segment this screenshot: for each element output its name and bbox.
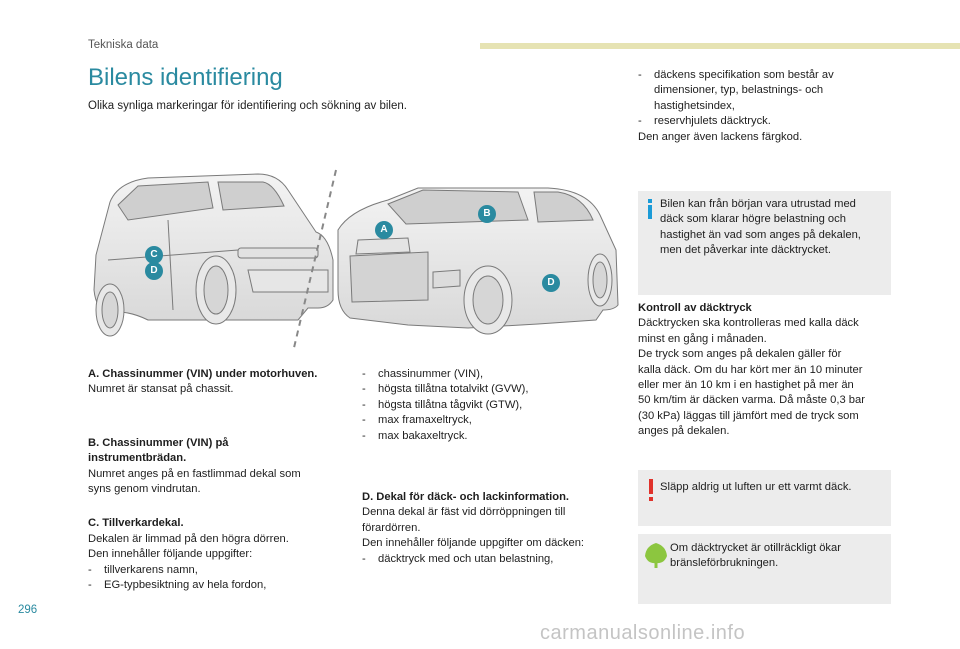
tire-check-line: 50 km/tim är däcken varma. Då måste 0,3 … xyxy=(638,394,865,407)
leaf-icon xyxy=(644,542,668,573)
section-a-text: Numret är stansat på chassit. xyxy=(88,383,234,396)
section-b-text: Numret anges på en fastlimmad dekal som xyxy=(88,467,301,480)
car-illustration: A B C D D xyxy=(88,160,628,360)
watermark: carmanualsonline.info xyxy=(540,622,746,644)
section-d-text-2: förardörren. xyxy=(362,521,421,534)
list-item: -tillverkarens namn, xyxy=(88,563,198,576)
tire-check-heading: Kontroll av däcktryck xyxy=(638,302,752,314)
page-title: Bilens identifiering xyxy=(88,64,283,91)
warning-text: Släpp aldrig ut luften ur ett varmt däck… xyxy=(660,481,852,493)
tire-check-section: Kontroll av däcktryck Däcktrycken ska ko… xyxy=(638,301,898,440)
list-item: -chassinummer (VIN), xyxy=(362,368,484,380)
section-b-heading-2: instrumentbrädan. xyxy=(88,452,187,465)
warning-box: Släpp aldrig ut luften ur ett varmt däck… xyxy=(638,470,891,526)
marker-a: A xyxy=(375,221,393,239)
tire-check-line: anges på dekalen. xyxy=(638,425,730,438)
marker-d-right: D xyxy=(542,274,560,292)
tire-check-line: (30 kPa) läggas till jämfört med de tryc… xyxy=(638,409,859,422)
section-b-text-2: syns genom vindrutan. xyxy=(88,483,201,496)
tire-check-line: Däcktrycken ska kontrolleras med kalla d… xyxy=(638,317,859,330)
divider-line xyxy=(292,169,337,353)
section-c-text: Dekalen är limmad på den högra dörren. xyxy=(88,532,289,545)
section-c-heading: C. Tillverkardekal. xyxy=(88,517,184,530)
list-item: -högsta tillåtna tågvikt (GTW), xyxy=(362,398,523,411)
page-number: 296 xyxy=(18,604,38,616)
list-item-cont: hastighetsindex, xyxy=(654,99,735,112)
tire-check-line: minst en gång i månaden. xyxy=(638,332,767,345)
list-item: -max bakaxeltryck. xyxy=(362,429,468,442)
section-a-heading: A. Chassinummer (VIN) under motorhuven. xyxy=(88,368,318,380)
column-2: -chassinummer (VIN), -högsta tillåtna to… xyxy=(362,367,627,567)
list-item: -däcktryck med och utan belastning, xyxy=(362,552,554,565)
list-item: -EG-typbesiktning av hela fordon, xyxy=(88,579,267,592)
marker-b: B xyxy=(478,205,496,223)
info-box: Bilen kan från början vara utrustad med … xyxy=(638,191,891,295)
column-3-top: -däckens specifikation som består av dim… xyxy=(638,68,898,145)
rear-wheel-right xyxy=(195,255,237,325)
section-label: Tekniska data xyxy=(88,39,159,51)
rear-wheel-left xyxy=(95,283,125,337)
marker-d-left: D xyxy=(145,262,163,280)
paint-code-text: Den anger även lackens färgkod. xyxy=(638,130,803,143)
list-item-cont: dimensioner, typ, belastnings- och xyxy=(654,84,824,97)
info-line: men det påverkar inte däcktrycket. xyxy=(660,244,831,257)
column-1: A. Chassinummer (VIN) under motorhuven. … xyxy=(88,367,358,593)
list-item: -max framaxeltryck, xyxy=(362,414,472,427)
section-d-text-3: Den innehåller följande uppgifter om däc… xyxy=(362,537,585,550)
eco-line: bränsleförbrukningen. xyxy=(670,557,779,570)
info-icon xyxy=(646,199,654,224)
front-wheel-left xyxy=(463,265,513,335)
section-c-text-2: Den innehåller följande uppgifter: xyxy=(88,548,253,561)
warning-icon xyxy=(648,479,654,506)
eco-line: Om däcktrycket är otillräckligt ökar xyxy=(670,542,841,554)
info-line: hastighet än vad som anges på dekalen, xyxy=(660,228,861,241)
section-b-heading: B. Chassinummer (VIN) på xyxy=(88,436,229,449)
eco-box: Om däcktrycket är otillräckligt ökar brä… xyxy=(638,534,891,604)
tire-check-line: De tryck som anges på dekalen gäller för xyxy=(638,348,842,361)
section-d-text: Denna dekal är fäst vid dörröppningen ti… xyxy=(362,506,566,519)
list-item: -reservhjulets däcktryck. xyxy=(638,115,771,128)
list-item: -däckens specifikation som består av xyxy=(638,69,834,81)
header-bar xyxy=(480,43,960,49)
list-item: -högsta tillåtna totalvikt (GVW), xyxy=(362,383,529,396)
marker-c: C xyxy=(145,246,163,264)
front-wheel-right xyxy=(587,253,613,307)
info-line: däck som klarar högre belastning och xyxy=(660,213,846,226)
car-drawing xyxy=(93,169,619,353)
tire-check-line: kalla däck. Om du har kört mer än 10 min… xyxy=(638,363,863,376)
tire-check-line: eller mer än 10 km i en hastighet på mer… xyxy=(638,379,854,392)
page-subtitle: Olika synliga markeringar för identifier… xyxy=(88,100,407,112)
section-d-heading: D. Dekal för däck- och lackinformation. xyxy=(362,491,570,504)
car-rear-view xyxy=(93,173,334,321)
car-front-view xyxy=(337,187,619,329)
info-line: Bilen kan från början vara utrustad med xyxy=(660,198,856,210)
